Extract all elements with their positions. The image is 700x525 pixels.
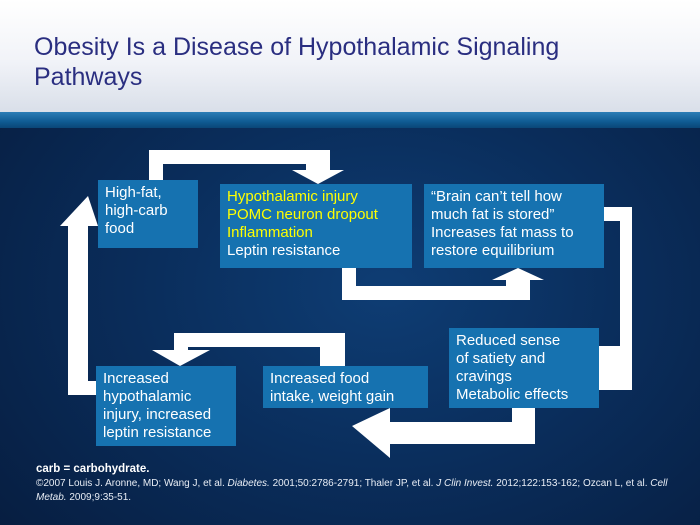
citation: ©2007 Louis J. Aronne, MD; Wang J, et al… (36, 477, 676, 505)
citation-text: 2009;9:35-51. (66, 492, 132, 503)
box-line-highlight: Hypothalamic injury (227, 188, 358, 205)
box-reduced-satiety: Reduced sense of satiety and cravings Me… (449, 328, 599, 408)
box-line: Increased (103, 370, 169, 387)
box-line: hypothalamic (103, 388, 192, 405)
box-line: Increased food (270, 370, 370, 387)
box-line: much fat is stored” (431, 206, 555, 223)
box-brain-fat-stored: “Brain can’t tell how much fat is stored… (424, 184, 604, 268)
box-line: Leptin resistance (227, 242, 341, 259)
citation-text: 2012;122:153-162; Ozcan L, et al. (493, 478, 651, 489)
box-line: Metabolic effects (456, 386, 569, 403)
box-line: of satiety and (456, 350, 546, 367)
box-line: injury, increased (103, 406, 212, 423)
abbreviation-note: carb = carbohydrate. (36, 463, 150, 475)
box-line: high-carb (105, 202, 168, 219)
arrow-food-to-hypo (149, 150, 344, 184)
box-line: “Brain can’t tell how (431, 188, 562, 205)
arrow-satiety-to-intake (352, 408, 535, 458)
journal-name: Cell Metab. (36, 478, 668, 503)
footnote: carb = carbohydrate. ©2007 Louis J. Aron… (36, 462, 676, 505)
box-line: Reduced sense (456, 332, 561, 349)
arrow-hypo-to-brain (342, 268, 544, 300)
box-line: food (105, 220, 135, 237)
citation-text: 2001;50:2786-2791; Thaler JP, et al. (269, 478, 437, 489)
citation-text: ©2007 Louis J. Aronne, MD; Wang J, et al… (36, 478, 228, 489)
arrow-intake-to-injury (152, 333, 345, 366)
box-line: High-fat, (105, 184, 162, 201)
box-line: intake, weight gain (270, 388, 395, 405)
box-high-fat-food: High-fat, high-carb food (98, 180, 198, 248)
box-line: Increases fat mass to (431, 224, 574, 241)
box-increased-hypothalamic-injury: Increased hypothalamic injury, increased… (96, 366, 236, 446)
box-hypothalamic-injury: Hypothalamic injury POMC neuron dropout … (220, 184, 412, 268)
box-line-highlight: Inflammation (227, 224, 313, 241)
box-line-highlight: POMC neuron dropout (227, 206, 378, 223)
arrow-injury-to-food (60, 196, 98, 395)
box-increased-food-intake: Increased food intake, weight gain (263, 366, 428, 408)
box-line: leptin resistance (103, 424, 212, 441)
box-line: cravings (456, 368, 512, 385)
journal-name: J Clin Invest. (436, 478, 494, 489)
slide-title: Obesity Is a Disease of Hypothalamic Sig… (34, 33, 560, 91)
header-divider-band (0, 112, 700, 128)
journal-name: Diabetes. (227, 478, 270, 489)
box-line: restore equilibrium (431, 242, 555, 259)
title-header: Obesity Is a Disease of Hypothalamic Sig… (0, 0, 700, 112)
